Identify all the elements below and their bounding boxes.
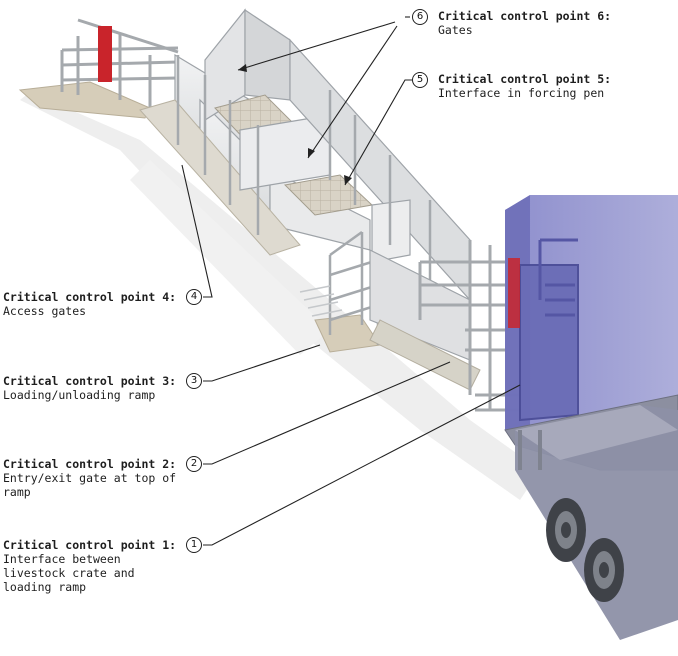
- control-point-2-desc: Entry/exit gate at top of ramp: [3, 471, 177, 499]
- livestock-truck: [504, 195, 678, 640]
- forcing-pen: [204, 8, 471, 302]
- control-point-1-title: Critical control point 1:: [3, 538, 177, 552]
- control-point-2-title: Critical control point 2:: [3, 457, 177, 471]
- control-point-3: Critical control point 3: Loading/unload…: [3, 374, 183, 402]
- control-point-5: Critical control point 5: Interface in f…: [438, 72, 611, 100]
- red-gate-truck: [508, 258, 520, 328]
- arrowheads: [238, 64, 352, 185]
- top-landing: [18, 81, 151, 119]
- control-point-2: Critical control point 2: Entry/exit gat…: [3, 457, 178, 499]
- control-point-4-title: Critical control point 4:: [3, 290, 177, 304]
- side-rail-posts: [176, 55, 432, 290]
- control-point-3-title: Critical control point 3:: [3, 374, 177, 388]
- ramp-walkway: [139, 99, 301, 256]
- control-point-1-desc: Interface between livestock crate and lo…: [3, 552, 135, 594]
- control-point-4: Critical control point 4: Access gates: [3, 290, 183, 318]
- control-point-6-title: Critical control point 6:: [438, 9, 612, 23]
- callout-number-4: 4: [186, 289, 202, 305]
- control-point-5-title: Critical control point 5:: [438, 72, 612, 86]
- leader-lines: [181, 16, 521, 546]
- callout-number-5: 5: [412, 72, 428, 88]
- callout-number-1: 1: [186, 537, 202, 553]
- control-point-6: Critical control point 6: Gates: [438, 9, 611, 37]
- control-point-5-desc: Interface in forcing pen: [438, 86, 605, 100]
- callout-number-3: 3: [186, 373, 202, 389]
- ground-shadow: [20, 92, 540, 500]
- control-point-6-desc: Gates: [438, 23, 473, 37]
- red-gate-top: [98, 26, 112, 82]
- control-point-3-desc: Loading/unloading ramp: [3, 388, 156, 402]
- top-railing: [60, 18, 179, 110]
- callout-number-6: 6: [412, 9, 428, 25]
- control-point-1: Critical control point 1: Interface betw…: [3, 538, 185, 594]
- callout-number-2: 2: [186, 456, 202, 472]
- control-point-4-desc: Access gates: [3, 304, 87, 318]
